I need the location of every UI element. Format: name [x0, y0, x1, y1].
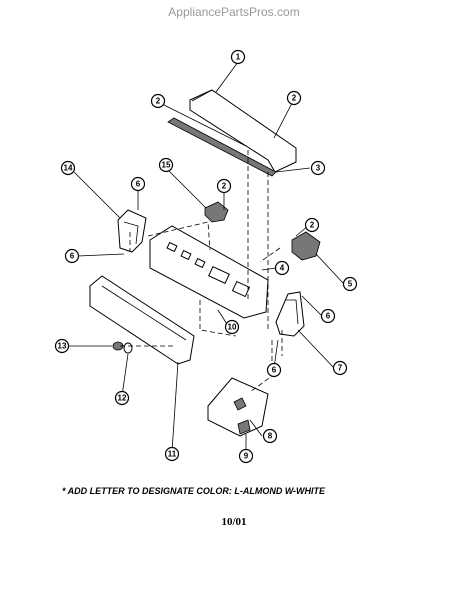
callout-5: 5 [342, 276, 358, 292]
svg-text:6: 6 [70, 252, 75, 261]
svg-text:4: 4 [280, 264, 285, 273]
left-end-cap [117, 209, 147, 253]
svg-text:9: 9 [244, 452, 249, 461]
callout-7: 7 [332, 360, 348, 376]
console-back [89, 275, 195, 365]
svg-text:2: 2 [222, 182, 227, 191]
callout-3: 3 [310, 160, 326, 176]
svg-text:7: 7 [338, 364, 343, 373]
right-end-cap [275, 291, 305, 337]
callout-2: 2 [304, 217, 320, 233]
callout-10: 10 [224, 319, 240, 335]
callout-6: 6 [64, 248, 80, 264]
callout-11: 11 [164, 446, 180, 462]
callout-13: 13 [54, 338, 70, 354]
svg-text:2: 2 [310, 221, 315, 230]
callout-1: 1 [230, 49, 246, 65]
callout-2: 2 [150, 93, 166, 109]
callout-12: 12 [114, 390, 130, 406]
assembly-lines [120, 150, 283, 393]
callout-leaders [68, 61, 345, 456]
callout-4: 4 [274, 260, 290, 276]
callout-2: 2 [216, 178, 232, 194]
svg-text:6: 6 [136, 180, 141, 189]
svg-text:6: 6 [326, 312, 331, 321]
svg-text:8: 8 [268, 432, 273, 441]
svg-text:12: 12 [118, 394, 127, 403]
callout-6: 6 [130, 176, 146, 192]
svg-text:13: 13 [58, 342, 67, 351]
callout-6: 6 [320, 308, 336, 324]
callout-6: 6 [266, 362, 282, 378]
knob-parts [112, 341, 133, 354]
svg-text:15: 15 [162, 161, 171, 170]
switch-assembly [204, 201, 229, 223]
date-code: 10/01 [221, 516, 247, 528]
svg-text:11: 11 [168, 450, 177, 459]
callout-9: 9 [238, 448, 254, 464]
svg-text:6: 6 [272, 366, 277, 375]
svg-text:2: 2 [156, 97, 161, 106]
svg-text:2: 2 [292, 94, 297, 103]
svg-text:14: 14 [64, 164, 73, 173]
svg-text:10: 10 [228, 323, 237, 332]
svg-text:3: 3 [316, 164, 321, 173]
lower-bracket [207, 377, 269, 437]
callout-2: 2 [286, 90, 302, 106]
callout-14: 14 [60, 160, 76, 176]
callout-8: 8 [262, 428, 278, 444]
callout-15: 15 [158, 157, 174, 173]
control-panel [149, 225, 269, 319]
watermark: AppliancePartsPros.com [168, 5, 300, 19]
svg-text:1: 1 [236, 53, 241, 62]
timer-unit [291, 231, 321, 261]
svg-text:5: 5 [348, 280, 353, 289]
color-designation-note: * ADD LETTER TO DESIGNATE COLOR: L-ALMON… [62, 486, 325, 496]
top-trim-cover [189, 89, 297, 173]
